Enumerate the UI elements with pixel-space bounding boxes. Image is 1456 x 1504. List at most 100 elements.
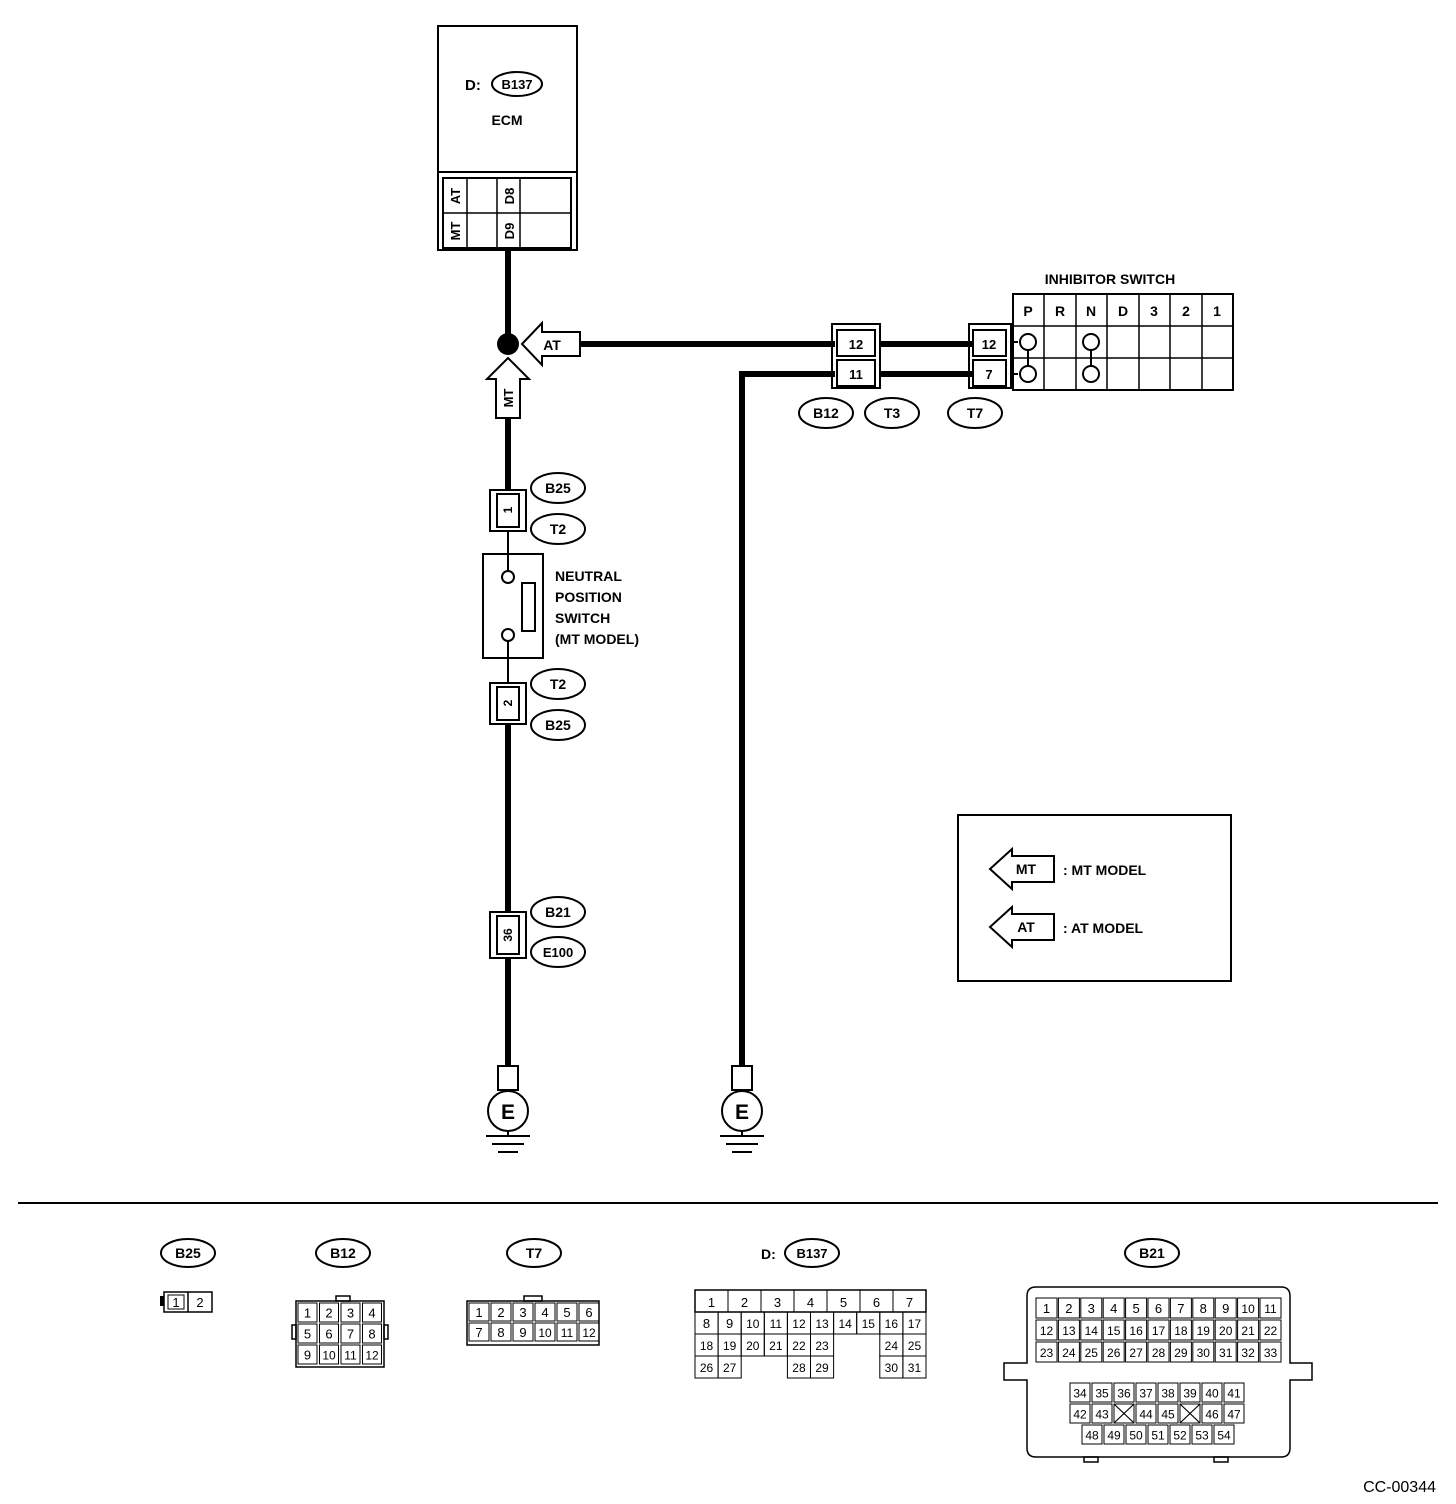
neutral-top-t2: T2 xyxy=(550,521,567,537)
pin-cell xyxy=(1157,1403,1179,1424)
pin-cell xyxy=(297,1323,318,1344)
legend-at-text: : AT MODEL xyxy=(1063,920,1144,936)
pin-cell xyxy=(1125,1341,1148,1363)
inhibitor-title: INHIBITOR SWITCH xyxy=(1045,271,1175,287)
pin-cell xyxy=(490,1302,512,1322)
t7-view-pin: 4 xyxy=(541,1305,548,1320)
b137-view-pin: 11 xyxy=(770,1317,783,1331)
b21-view-pin: 10 xyxy=(1241,1302,1255,1316)
b21-view-pin: 13 xyxy=(1062,1324,1076,1338)
b21-view-pin: 53 xyxy=(1195,1429,1209,1443)
pin-cell xyxy=(1214,1341,1237,1363)
b137-view-pin: 30 xyxy=(885,1361,899,1375)
pin-cell xyxy=(1157,1382,1179,1403)
b21-view-pin: 7 xyxy=(1177,1301,1184,1316)
neutral-label-line3: SWITCH xyxy=(555,610,610,626)
pin-cell xyxy=(1147,1424,1169,1445)
b21-view-pin: 30 xyxy=(1197,1346,1211,1360)
pin-cell xyxy=(1201,1382,1223,1403)
t7-view-pin: 12 xyxy=(582,1326,596,1340)
pin-cell xyxy=(578,1302,600,1322)
b137-view-pin: 25 xyxy=(908,1339,922,1353)
b21-view-pin: 49 xyxy=(1107,1429,1121,1443)
b137-view-pin: 23 xyxy=(815,1339,829,1353)
b21-view-pin: 52 xyxy=(1173,1429,1187,1443)
b137-view-pin: 27 xyxy=(723,1361,737,1375)
pin-cell xyxy=(319,1344,339,1365)
pin-cell xyxy=(1213,1424,1235,1445)
ground-left-label: E xyxy=(501,1101,515,1124)
inhibitor-pos-d: D xyxy=(1118,303,1128,319)
pin-cell xyxy=(1113,1403,1135,1424)
pin-cell xyxy=(1192,1341,1215,1363)
pin-cell xyxy=(717,1355,742,1379)
b21-view-pin: 46 xyxy=(1205,1408,1219,1422)
neutral-top-b25: B25 xyxy=(545,480,571,496)
b137-view-pin: 9 xyxy=(726,1316,733,1331)
figure-id: CC-00344 xyxy=(1363,1479,1436,1496)
b21-view-pin: 45 xyxy=(1161,1408,1175,1422)
b137-view-pin: 16 xyxy=(885,1317,899,1331)
b137-view-pin: 20 xyxy=(746,1339,760,1353)
contact-n-top xyxy=(1082,333,1100,351)
pin-cell xyxy=(1103,1424,1125,1445)
ground-right: E xyxy=(720,1065,764,1153)
legend: MT : MT MODEL AT : AT MODEL xyxy=(957,814,1232,982)
b21-view-pin: 2 xyxy=(1065,1301,1072,1316)
b21-view-pin: 26 xyxy=(1107,1346,1121,1360)
b21-view-pin: 28 xyxy=(1152,1346,1166,1360)
pin-cell xyxy=(1169,1319,1192,1341)
b137-view-prefix: D: xyxy=(761,1246,776,1262)
b137-view-pin: 4 xyxy=(807,1295,814,1310)
neutral-bottom-b25: B25 xyxy=(545,717,571,733)
inhibitor-pin-7: 7 xyxy=(985,367,992,382)
pin-cell xyxy=(1214,1297,1237,1319)
joint-pin-12: 12 xyxy=(849,337,863,352)
b21-view-pin: 15 xyxy=(1107,1324,1121,1338)
b137-view-pin: 1 xyxy=(708,1295,715,1310)
contact-p-bottom xyxy=(1019,365,1037,383)
t7-view-name: T7 xyxy=(526,1245,543,1261)
pin-cell xyxy=(1135,1382,1157,1403)
pin-cell xyxy=(1035,1319,1058,1341)
wires xyxy=(505,250,972,1066)
b21-view-pin: 29 xyxy=(1174,1346,1188,1360)
ground-left: E xyxy=(486,1065,530,1153)
b137-view-pin: 18 xyxy=(700,1339,714,1353)
t7-view-pin: 7 xyxy=(475,1325,482,1340)
b21-view-pin: 3 xyxy=(1088,1301,1095,1316)
b137-view-pin: 2 xyxy=(741,1295,748,1310)
ecm-prefix: D: xyxy=(465,77,481,94)
ecm-pin-at: AT xyxy=(448,188,463,204)
ground-connector-e100: E100 xyxy=(543,945,573,960)
b137-view-pin: 29 xyxy=(815,1361,829,1375)
unused-pin-mark xyxy=(1179,1403,1201,1424)
pin-cell xyxy=(1091,1403,1113,1424)
pin-cell xyxy=(1125,1297,1148,1319)
b21-view-pin: 50 xyxy=(1129,1429,1143,1443)
b21-view-pin: 17 xyxy=(1152,1324,1166,1338)
joint-connector: 12 11 B12 T3 xyxy=(798,323,920,429)
b25-view-name: B25 xyxy=(175,1245,201,1261)
ground-right-label: E xyxy=(735,1101,749,1124)
b25-view-pin-1: 1 xyxy=(172,1295,179,1310)
pin-cell xyxy=(1102,1341,1125,1363)
t7-view-pin: 11 xyxy=(561,1326,574,1340)
b21-view-pin: 11 xyxy=(1264,1302,1277,1316)
pin-cell xyxy=(1169,1424,1191,1445)
b21-view-pin: 41 xyxy=(1227,1387,1241,1401)
b137-view-pin: 14 xyxy=(838,1317,852,1331)
pin-cell xyxy=(297,1344,318,1365)
inhibitor-pin-12: 12 xyxy=(982,337,996,352)
t7-view-pin: 5 xyxy=(563,1305,570,1320)
pin-cell xyxy=(1125,1319,1148,1341)
contact-n-bottom xyxy=(1082,365,1100,383)
at-tag-label: AT xyxy=(543,337,561,353)
b12-view-name: B12 xyxy=(330,1245,356,1261)
b137-view-pin: 21 xyxy=(769,1339,783,1353)
pin-cell xyxy=(1179,1403,1201,1424)
b21-view-pin: 27 xyxy=(1129,1346,1143,1360)
